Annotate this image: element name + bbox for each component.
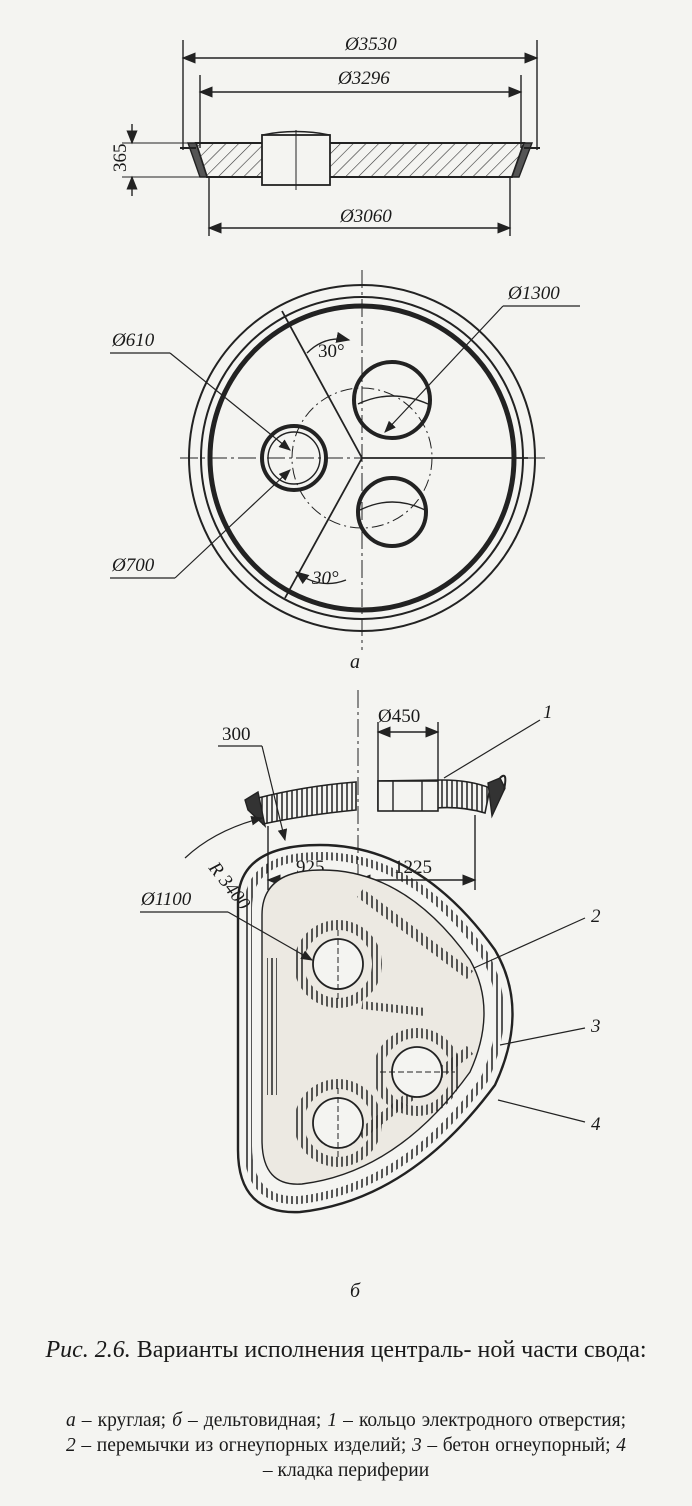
legend-text-3: – бетон огнеупорный; xyxy=(427,1435,611,1456)
dim-mid-diameter: Ø3296 xyxy=(337,68,390,89)
legend-key-a: а xyxy=(66,1410,76,1431)
caption-title-text: Варианты исполнения централь- ной части … xyxy=(136,1337,647,1363)
dim-b-right-span: 1225 xyxy=(394,857,432,878)
legend-key-3: 3 xyxy=(411,1435,422,1456)
legend-text-b: – дельтовидная; xyxy=(188,1410,322,1431)
dim-b-hole-diameter: Ø450 xyxy=(378,706,420,727)
plan-b xyxy=(140,843,586,1214)
legend-text-2: – перемычки из огнеупорных изделий; xyxy=(81,1435,407,1456)
legend-text-4: – кладка периферии xyxy=(262,1460,430,1481)
dim-thickness: 365 xyxy=(110,144,131,173)
dim-electrode-circle: Ø1300 xyxy=(507,283,560,304)
figure-caption: Рис. 2.6. Варианты исполнения централь- … xyxy=(30,1335,662,1366)
dim-ring-diameter: Ø700 xyxy=(111,555,155,576)
plan-a xyxy=(110,270,580,650)
legend-text-1: – кольцо электродного отверстия; xyxy=(343,1410,627,1431)
legend-key-1: 1 xyxy=(327,1410,338,1431)
angle-top: 30° xyxy=(318,341,345,362)
dim-b-plan-hole: Ø1100 xyxy=(140,889,192,910)
view-a-letter: а xyxy=(350,651,360,673)
dim-outer-diameter: Ø3530 xyxy=(344,34,397,55)
dim-bottom-diameter: Ø3060 xyxy=(339,206,392,227)
angle-bottom: 30° xyxy=(311,568,339,589)
figure-ref: Рис. 2.6. xyxy=(45,1337,131,1363)
legend-text-a: – круглая; xyxy=(81,1410,167,1431)
legend-key-b: б xyxy=(172,1410,182,1431)
callout-1: 1 xyxy=(543,702,553,723)
callout-3: 3 xyxy=(590,1016,601,1037)
dim-b-thickness: 300 xyxy=(222,724,251,745)
legend-key-4: 4 xyxy=(616,1435,627,1456)
callout-2: 2 xyxy=(591,906,601,927)
view-b-letter: б xyxy=(350,1280,361,1302)
legend-key-2: 2 xyxy=(66,1435,76,1456)
technical-drawing: Ø3530 Ø3296 Ø3060 365 Ø1300 Ø610 Ø700 xyxy=(110,34,601,1302)
caption-title: Рис. 2.6. Варианты исполнения централь- … xyxy=(30,1335,662,1366)
section-b xyxy=(184,690,541,890)
caption-legend: а – круглая; б – дельтовидная; 1 – кольц… xyxy=(66,1408,626,1483)
callout-4: 4 xyxy=(591,1114,601,1135)
dim-hole-diameter: Ø610 xyxy=(111,330,155,351)
section-a xyxy=(122,40,540,236)
